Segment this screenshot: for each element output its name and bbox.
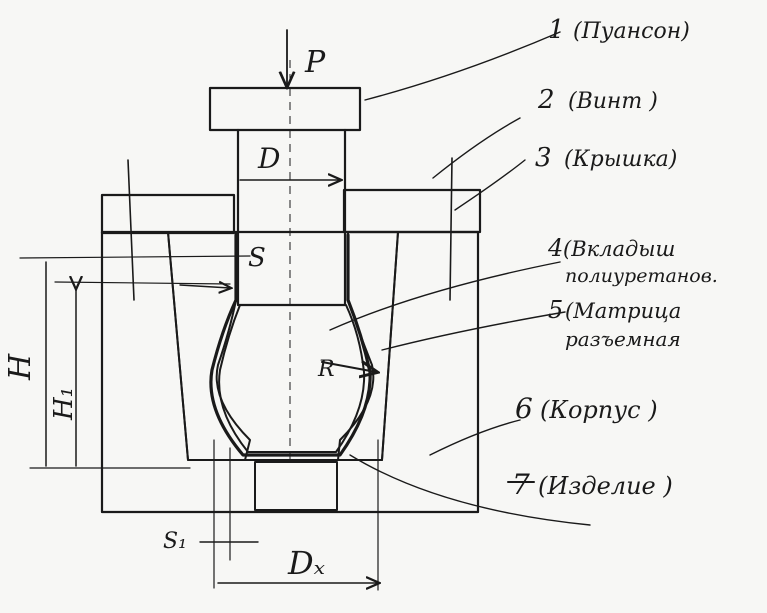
svg-text:(Корпус ): (Корпус ) (540, 396, 658, 424)
callout-3: 3 (Крышка) (535, 143, 677, 173)
polyurethane-insert (218, 304, 366, 453)
svg-text:(Крышка): (Крышка) (564, 147, 677, 172)
dim-d-label: D (257, 142, 280, 175)
blank-wall (209, 233, 372, 457)
callout-4: 4 (Вкладыш полиуретанов. (547, 234, 718, 287)
svg-text:(Пуансон): (Пуансон) (573, 19, 690, 44)
svg-text:разъемная: разъемная (565, 327, 681, 351)
punch (208, 60, 362, 460)
svg-text:3: 3 (535, 143, 552, 173)
dim-dx-label: Dₓ (287, 544, 326, 582)
bottom-block (254, 461, 338, 511)
cover (100, 188, 482, 235)
callout-2: 2 (Винт ) (537, 85, 658, 115)
svg-text:1: 1 (548, 15, 565, 45)
callout-1: 1 (Пуансон) (548, 15, 690, 45)
dim-r-line (321, 362, 376, 372)
dim-h (19, 255, 251, 469)
svg-text:4: 4 (547, 234, 563, 262)
dim-h-label: H (3, 353, 38, 381)
svg-text:(Изделие ): (Изделие ) (538, 472, 673, 500)
callout-7: 7 (Изделие ) (507, 468, 673, 501)
dim-r-label: R (317, 357, 335, 382)
svg-text:(Вкладыш: (Вкладыш (563, 237, 675, 261)
dim-h1-label: H₁ (49, 387, 79, 421)
svg-text:7: 7 (512, 468, 530, 501)
dim-s-label: S (248, 243, 266, 273)
svg-text:6: 6 (515, 392, 533, 425)
dim-s1-label: S₁ (163, 529, 187, 554)
svg-text:(Матрица: (Матрица (565, 299, 681, 323)
svg-text:5: 5 (548, 296, 563, 324)
callout-5: 5 (Матрица разъемная (548, 296, 681, 351)
screw (127, 157, 453, 301)
dim-h1 (54, 282, 231, 467)
svg-text:полиуретанов.: полиуретанов. (565, 265, 718, 287)
callout-6: 6 (Корпус ) (515, 392, 658, 425)
dim-s-line (179, 285, 230, 288)
force-label: P (304, 45, 326, 80)
svg-text:2: 2 (537, 85, 555, 115)
leader-lines (329, 31, 591, 526)
svg-text:(Винт ): (Винт ) (568, 89, 658, 114)
